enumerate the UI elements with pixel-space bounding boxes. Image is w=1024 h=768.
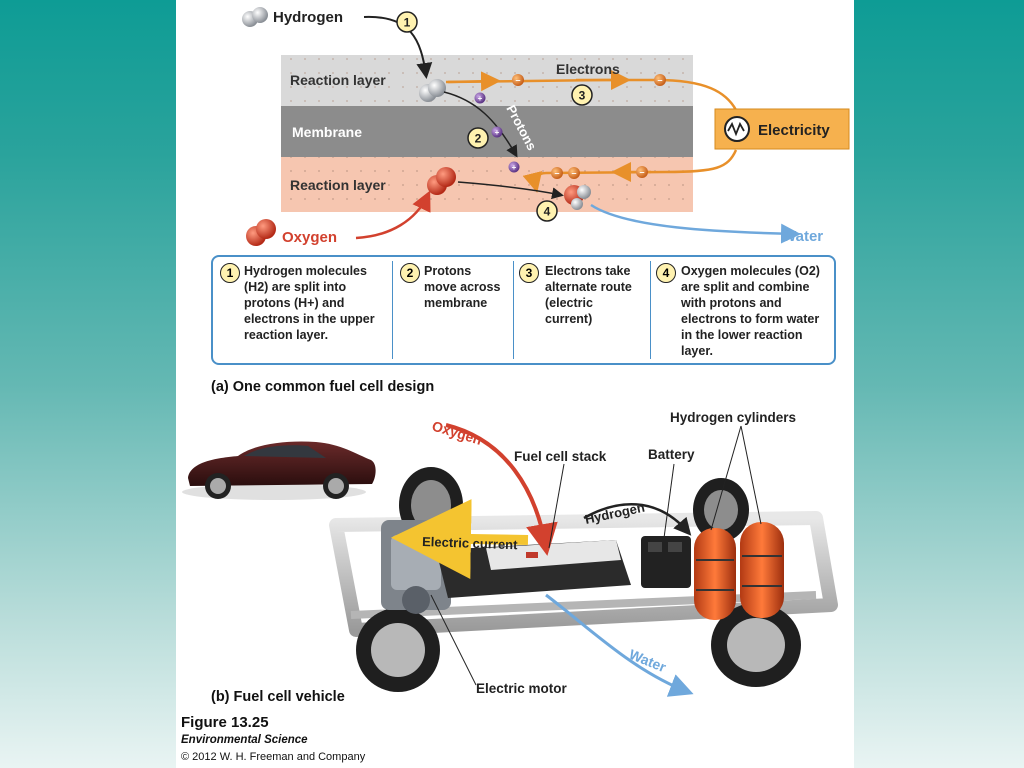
wheel-icon [356,608,440,692]
battery-label: Battery [648,447,695,462]
step-marker-2: 2 [467,127,489,149]
step-marker-3: 3 [571,84,593,106]
ac-source-icon [724,116,750,142]
chassis-frame [329,511,838,637]
figure-number: Figure 13.25 [181,714,269,731]
battery [641,536,691,588]
electric-motor-label: Electric motor [476,681,567,696]
svg-text:+: + [512,163,517,172]
oxygen-molecule-icon [246,219,276,246]
svg-text:3: 3 [579,89,586,103]
step-number: 3 [519,263,539,283]
step-number: 1 [220,263,240,283]
hydrogen-molecule-icon [242,7,268,27]
step-description-2: 2 Protons move across membrane [393,257,513,363]
fuel-cell-vehicle-illustration: Oxygen Hydrogen Electric current Water [182,418,838,697]
step-description-1: 1 Hydrogen molecules (H2) are split into… [213,257,391,363]
step-number: 4 [656,263,676,283]
caption-b: (b) Fuel cell vehicle [211,689,345,705]
step-text: Protons move across membrane [424,264,501,310]
step-description-4: 4 Oxygen molecules (O2) are split and co… [651,257,836,363]
hydrogen-molecule-icon [419,79,446,102]
step-description-3: 3 Electrons take alternate route (electr… [514,257,650,363]
electron-icon [512,74,524,86]
electron-icon [654,74,666,86]
electron-icon [568,167,580,179]
copyright-notice: © 2012 W. H. Freeman and Company [181,751,366,763]
book-title: Environmental Science [181,734,308,746]
car-photo [182,441,376,500]
hydrogen-cylinders-label: Hydrogen cylinders [670,410,797,425]
wheel-icon [693,478,749,542]
step-text: Oxygen molecules (O2) are split and comb… [681,264,820,358]
vehicle-oxygen-label: Oxygen [430,418,484,448]
vehicle-electric-current-label: Electric current [422,534,519,552]
proton-icon [508,161,520,173]
layer-label-bottom: Reaction layer [290,177,386,193]
electrons-label: Electrons [556,61,620,77]
membrane-layer [281,106,693,157]
fuel-cell-diagram: Reaction layer Membrane Reaction layer H… [242,7,850,246]
steps-description-box: 1 Hydrogen molecules (H2) are split into… [211,255,836,365]
water-molecule-icon [564,185,591,210]
layer-label-top: Reaction layer [290,72,386,88]
svg-text:–: – [657,75,662,85]
caption-a: (a) One common fuel cell design [211,379,435,395]
svg-text:+: + [495,128,500,137]
svg-text:–: – [554,168,559,178]
proton-icon [474,92,486,104]
step-marker-4: 4 [536,200,558,222]
step-text: Electrons take alternate route (electric… [545,264,632,326]
svg-text:–: – [639,167,644,177]
svg-text:–: – [571,168,576,178]
svg-text:1: 1 [404,16,411,30]
hydrogen-cylinders [694,522,784,620]
layer-label-membrane: Membrane [292,124,362,140]
proton-icon [491,126,503,138]
hydrogen-label: Hydrogen [273,9,343,26]
step-number: 2 [400,263,420,283]
step-marker-1: 1 [396,11,418,33]
fuel-cell-stack-label: Fuel cell stack [514,449,607,464]
svg-text:4: 4 [544,205,551,219]
water-label: Water [782,228,823,245]
svg-text:+: + [478,94,483,103]
svg-text:2: 2 [475,132,482,146]
wheel-icon [711,603,801,687]
figure-slide: Reaction layer Membrane Reaction layer H… [176,0,854,768]
svg-text:–: – [515,75,520,85]
electricity-label: Electricity [758,122,830,139]
oxygen-label: Oxygen [282,229,337,246]
oxygen-molecule-icon [427,167,456,195]
electron-icon [636,166,648,178]
electron-icon [551,167,563,179]
step-text: Hydrogen molecules (H2) are split into p… [244,264,375,342]
